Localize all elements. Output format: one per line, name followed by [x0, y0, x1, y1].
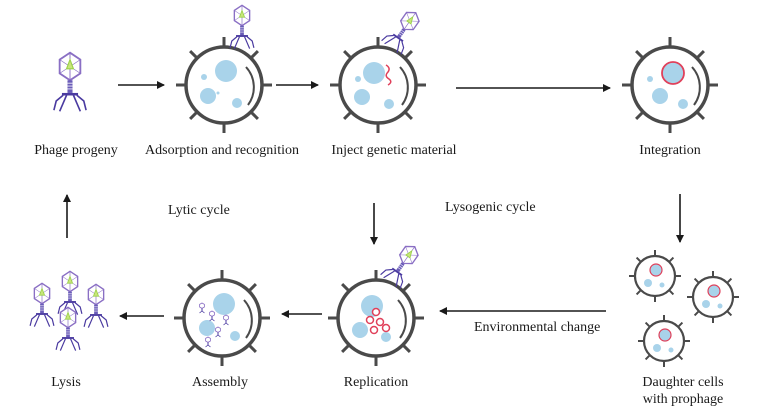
daughter-cell-1	[628, 249, 682, 303]
label-adsorption: Adsorption and recognition	[145, 143, 299, 158]
label-inject: Inject genetic material	[331, 143, 457, 158]
label-lysogenic-cycle: Lysogenic cycle	[445, 200, 536, 215]
attaching-phage-icon	[229, 4, 255, 50]
label-lytic-cycle: Lytic cycle	[168, 203, 230, 218]
phage-progeny-icon	[52, 51, 88, 113]
daughter-cell-3	[637, 314, 691, 368]
lysis-phages	[29, 270, 109, 352]
daughter-cell-2	[686, 270, 740, 324]
adsorption-cell	[174, 35, 274, 135]
assembly-cell	[172, 268, 272, 368]
label-assembly: Assembly	[192, 375, 248, 390]
inject-cell	[328, 35, 428, 135]
label-with-prophage: with prophage	[642, 392, 724, 407]
label-daughter-cells: Daughter cells	[642, 375, 724, 390]
integration-cell	[620, 35, 720, 135]
label-phage-progeny: Phage progeny	[34, 143, 118, 158]
label-environmental-change: Environmental change	[474, 320, 601, 335]
replication-cell	[326, 268, 426, 368]
label-lysis: Lysis	[51, 375, 81, 390]
label-replication: Replication	[343, 375, 409, 390]
label-integration: Integration	[639, 143, 701, 158]
